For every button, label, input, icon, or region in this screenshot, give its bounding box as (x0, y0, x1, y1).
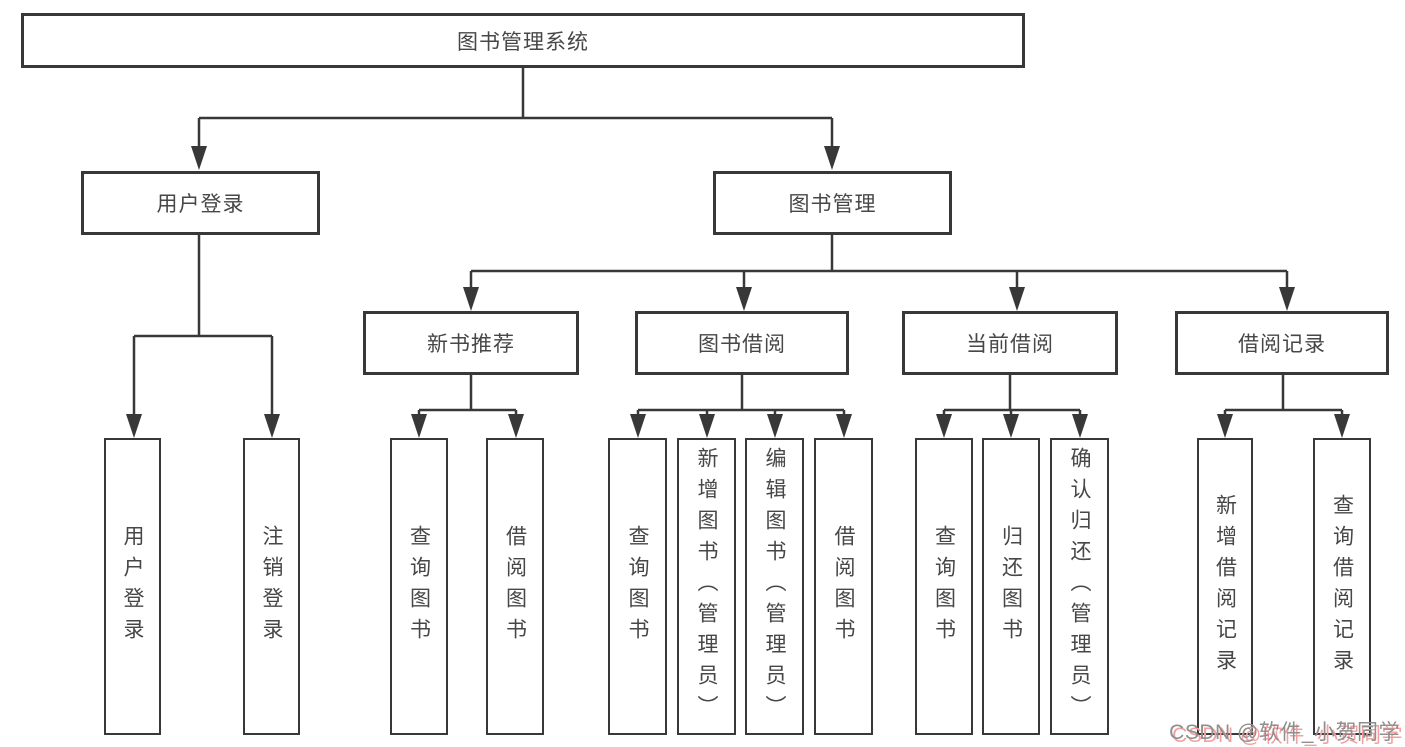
leaf-query-books-current: 查询图书 (915, 438, 973, 735)
node-current-borrow: 当前借阅 (902, 311, 1118, 375)
leaf-user-login-label: 用户登录 (121, 524, 144, 649)
leaf-add-borrow-record: 新增借阅记录 (1197, 438, 1253, 735)
node-book-borrow-label: 图书借阅 (698, 333, 786, 356)
leaf-query-books-recommend: 查询图书 (390, 438, 448, 735)
leaf-add-borrow-record-label: 新增借阅记录 (1213, 493, 1237, 680)
node-root-label: 图书管理系统 (457, 30, 589, 54)
node-borrow-records: 借阅记录 (1175, 311, 1389, 375)
node-book-management-label: 图书管理 (788, 193, 877, 216)
node-book-borrow: 图书借阅 (635, 311, 849, 375)
node-root: 图书管理系统 (21, 13, 1025, 68)
leaf-confirm-return-admin: 确认归还（管理员） (1050, 438, 1109, 735)
leaf-borrow-books-recommend: 借阅图书 (486, 438, 544, 735)
leaf-user-login: 用户登录 (104, 438, 161, 735)
leaf-return-books: 归还图书 (982, 438, 1040, 735)
leaf-add-book-admin-label: 新增图书（管理员） (695, 447, 718, 726)
node-user-login-label: 用户登录 (156, 193, 245, 216)
leaf-query-books-borrow-label: 查询图书 (626, 524, 649, 649)
csdn-watermark: CSDN @软件_小贺同学 (1169, 721, 1400, 744)
leaf-borrow-books-borrow: 借阅图书 (814, 438, 873, 735)
leaf-query-books-current-label: 查询图书 (932, 524, 956, 649)
leaf-query-borrow-record-label: 查询借阅记录 (1330, 493, 1354, 680)
node-new-book-recommend-label: 新书推荐 (427, 333, 515, 356)
leaf-borrow-books-recommend-label: 借阅图书 (503, 524, 527, 649)
node-user-login: 用户登录 (81, 171, 320, 235)
leaf-return-books-label: 归还图书 (999, 524, 1023, 649)
leaf-confirm-return-admin-label: 确认归还（管理员） (1068, 447, 1091, 726)
node-new-book-recommend: 新书推荐 (363, 311, 579, 375)
leaf-edit-book-admin-label: 编辑图书（管理员） (763, 447, 786, 726)
leaf-query-borrow-record: 查询借阅记录 (1313, 438, 1371, 735)
node-book-management: 图书管理 (713, 171, 952, 235)
leaf-edit-book-admin: 编辑图书（管理员） (745, 438, 804, 735)
leaf-borrow-books-borrow-label: 借阅图书 (832, 524, 855, 649)
leaf-add-book-admin: 新增图书（管理员） (677, 438, 736, 735)
leaf-query-books-borrow: 查询图书 (608, 438, 667, 735)
leaf-logout-label: 注销登录 (260, 524, 283, 649)
node-borrow-records-label: 借阅记录 (1238, 333, 1326, 356)
arrowheads (126, 146, 1350, 438)
leaf-logout: 注销登录 (243, 438, 300, 735)
node-current-borrow-label: 当前借阅 (966, 333, 1054, 356)
leaf-query-books-recommend-label: 查询图书 (407, 524, 431, 649)
